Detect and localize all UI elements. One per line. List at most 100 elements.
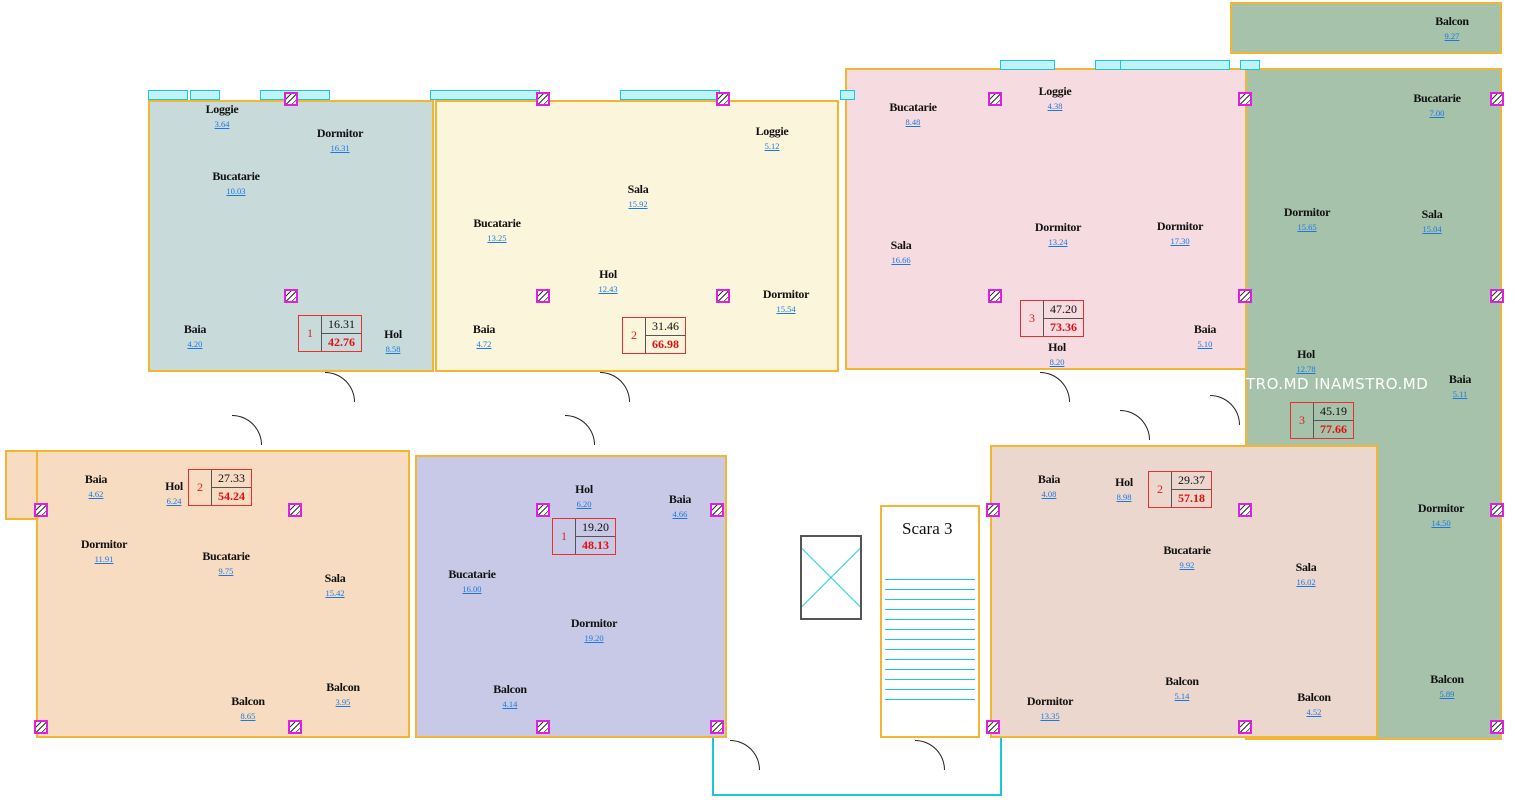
room-name: Dormitor [1034,220,1082,234]
structural-column [284,92,298,106]
room-name: Balcon [1165,674,1199,688]
room-area: 13.35 [1040,711,1060,721]
room-name: Dormitor [316,126,364,140]
room-area: 4.08 [1041,489,1057,499]
structural-column [536,92,550,106]
total-area: 48.13 [582,538,609,552]
room-area: 15.54 [776,304,796,314]
door-swing [600,372,630,402]
room-area: 15.92 [628,199,648,209]
door-swing [1210,395,1240,425]
room-name: Baia [668,492,692,506]
room-name: Sala [890,238,912,252]
living-area: 16.31 [322,316,361,334]
window [1240,60,1260,70]
room-name: Hol [165,479,183,493]
structural-column [1238,503,1252,517]
apartment-number: 3 [1021,301,1044,336]
room-name: Loggie [755,124,789,138]
room-label: Loggie 5.12 [756,125,789,153]
entrance-canopy [712,738,1002,796]
room-name: Balcon [1435,14,1469,28]
room-label: Dormitor 14.50 [1417,501,1465,530]
room-area: 9.27 [1444,31,1460,41]
room-name: Bucatarie [212,169,260,183]
room-area: 6.20 [576,499,592,509]
structural-column [288,720,302,734]
structural-column [1490,720,1504,734]
room-area: 11.91 [94,554,114,564]
room-area: 8.98 [1116,492,1132,502]
apartment-number: 2 [1149,472,1172,507]
room-label: Dormitor 15.54 [762,287,810,316]
structural-column [536,289,550,303]
total-area: 66.98 [652,337,679,351]
total-area: 42.76 [328,335,355,349]
apartment-area [148,100,434,372]
total-area: 54.24 [218,489,245,503]
structural-column [1238,720,1252,734]
room-area: 4.52 [1306,707,1322,717]
apartment-area [1230,2,1502,54]
room-name: Dormitor [1417,501,1465,515]
room-area: 13.25 [487,233,507,243]
structural-column [1490,503,1504,517]
room-name: Dormitor [1283,205,1331,219]
stair-flight [885,570,975,700]
structural-column [986,503,1000,517]
room-area: 3.64 [214,119,230,129]
room-name: Hol [1115,475,1133,489]
room-name: Hol [575,482,593,496]
room-label: Hol 8.98 [1115,476,1133,504]
door-swing [1120,410,1150,440]
room-area: 4.66 [672,509,688,519]
room-name: Bucatarie [1413,91,1461,105]
room-area: 4.72 [476,339,492,349]
apartment-area [36,450,410,738]
room-name: Sala [627,182,649,196]
room-name: Balcon [1430,672,1464,686]
room-name: Dormitor [762,287,810,301]
structural-column [710,720,724,734]
room-name: Balcon [1297,690,1331,704]
room-area: 12.43 [598,284,618,294]
window [1000,60,1055,70]
room-name: Dormitor [80,537,128,551]
room-label: Balcon 4.52 [1297,691,1331,719]
room-area: 16.31 [330,143,350,153]
room-name: Hol [384,327,402,341]
window [148,90,188,100]
room-area: 6.24 [166,496,182,506]
room-area: 9.75 [218,566,234,576]
door-swing [232,415,262,445]
room-area: 12.78 [1296,364,1316,374]
room-name: Bucatarie [1163,543,1211,557]
structural-column [536,720,550,734]
apartment-area [435,100,839,372]
room-area: 4.20 [187,339,203,349]
room-name: Baia [1193,322,1217,336]
room-area: 5.12 [764,141,780,151]
room-area: 14.50 [1431,518,1451,528]
